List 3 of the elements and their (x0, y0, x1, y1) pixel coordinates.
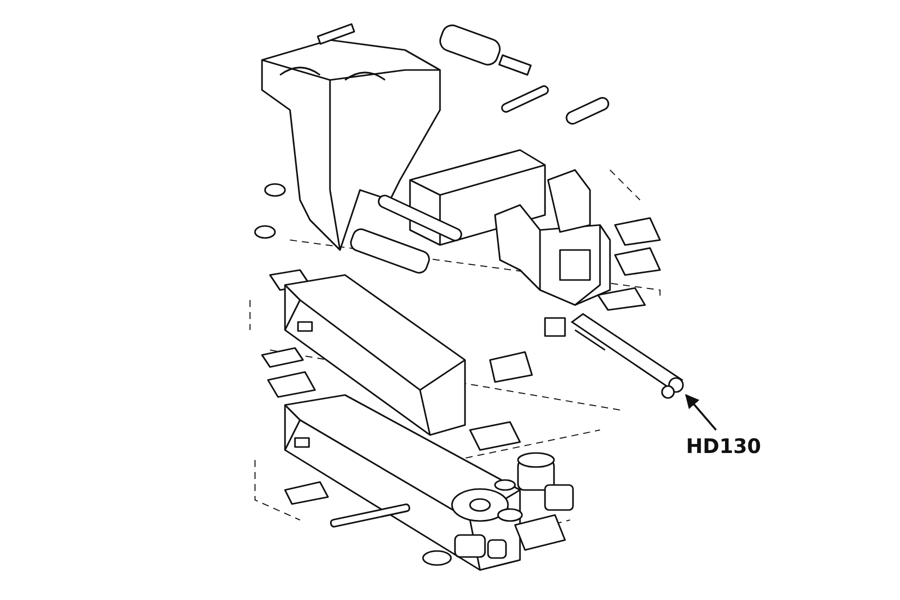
part-number: HD130 (686, 434, 762, 458)
leader-arrow (685, 394, 717, 431)
hydraulic-cylinder-drawing (570, 313, 684, 399)
